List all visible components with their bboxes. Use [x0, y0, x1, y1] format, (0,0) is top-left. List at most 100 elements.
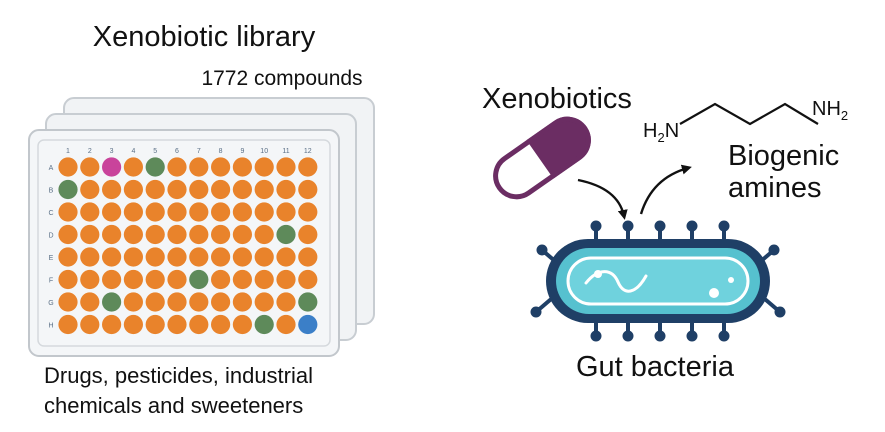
plate-well	[80, 314, 100, 335]
plate-well	[123, 224, 143, 245]
library-description-line2: chemicals and sweeteners	[44, 393, 303, 418]
plate-well	[167, 224, 187, 245]
library-description-line1: Drugs, pesticides, industrial	[44, 363, 313, 388]
plate-column-label: 10	[260, 148, 268, 155]
flagellum-tip	[590, 330, 602, 342]
plate-well	[298, 269, 318, 290]
plate-well	[102, 202, 122, 222]
plate-well	[123, 314, 143, 335]
plate-well	[232, 157, 252, 177]
plate-row-label: D	[48, 233, 53, 240]
molecule-left-group: H2N	[643, 120, 679, 145]
flagellum-tip	[654, 220, 666, 232]
plate-row-label: A	[49, 165, 54, 172]
bacteria-label: Gut bacteria	[576, 351, 735, 383]
plate-well	[80, 247, 100, 267]
plate-well	[211, 314, 231, 335]
flagellum-tip	[654, 330, 666, 342]
plate-well	[167, 269, 187, 290]
arrow-out-of-bacteria	[639, 164, 692, 215]
plate-well	[80, 224, 100, 245]
plate-row-label: G	[48, 300, 53, 307]
plate-row-label: B	[49, 188, 54, 195]
plate-well	[58, 314, 78, 335]
biogenic-amine-molecule: H2N NH2	[643, 98, 848, 145]
plate-well	[276, 269, 296, 290]
xenobiotics-label: Xenobiotics	[482, 83, 632, 115]
plate-inner-border	[37, 139, 331, 347]
plate-well	[254, 224, 274, 245]
flagellum-tip	[686, 220, 698, 232]
plate-well	[254, 314, 274, 335]
plate-well	[167, 292, 187, 312]
flagellum-tip	[622, 220, 634, 232]
plate-well	[80, 292, 100, 312]
bacteria-icon	[530, 220, 786, 342]
plate-well	[58, 269, 78, 290]
plate-well	[189, 314, 209, 335]
plate-well	[254, 179, 274, 200]
plate-well	[102, 292, 122, 312]
plate-well	[102, 314, 122, 335]
plate-well	[102, 224, 122, 245]
plate-well	[102, 269, 122, 290]
flagellum-tip	[530, 306, 542, 318]
plate-well	[298, 247, 318, 267]
plate-well	[58, 247, 78, 267]
plate-well	[298, 179, 318, 200]
plate-well	[123, 247, 143, 267]
plate-well	[80, 269, 100, 290]
plate-well	[189, 269, 209, 290]
plate-well	[102, 247, 122, 267]
plate-well	[211, 157, 231, 177]
plate-well	[232, 179, 252, 200]
plate-well	[211, 292, 231, 312]
plate-column-label: 5	[153, 148, 157, 155]
plate-well	[58, 224, 78, 245]
plate-well	[232, 202, 252, 222]
plate-well	[123, 202, 143, 222]
plate-row-label: H	[48, 323, 53, 330]
plate-well	[254, 202, 274, 222]
plate-well	[167, 157, 187, 177]
plate-well	[123, 157, 143, 177]
plate-column-label: 8	[219, 148, 223, 155]
plate-well	[276, 202, 296, 222]
plate-well	[189, 202, 209, 222]
plate-well	[58, 157, 78, 177]
plate-well	[298, 157, 318, 177]
plate-well	[298, 292, 318, 312]
flagellum-tip	[718, 330, 730, 342]
plate-well	[167, 314, 187, 335]
plate-well	[254, 292, 274, 312]
flagellum-tip	[718, 220, 730, 232]
amine-label-line2: amines	[728, 172, 822, 204]
plate-well	[102, 157, 122, 177]
plate-well	[145, 179, 165, 200]
plate-well	[80, 202, 100, 222]
plate-well	[276, 224, 296, 245]
plate-well	[80, 179, 100, 200]
pill-icon	[493, 116, 591, 200]
plate-well	[276, 314, 296, 335]
plate-well	[276, 247, 296, 267]
plate-well	[102, 179, 122, 200]
amine-label-line1: Biogenic	[728, 140, 839, 172]
plate-column-label: 9	[240, 148, 244, 155]
plate-column-label: 11	[282, 148, 289, 155]
library-title: Xenobiotic library	[93, 21, 316, 53]
plate-well	[232, 314, 252, 335]
molecule-right-group: NH2	[812, 98, 848, 123]
flagellum-tip	[686, 330, 698, 342]
flagellum-tip	[590, 220, 602, 232]
flagellum-tip	[768, 244, 780, 256]
plate-well	[145, 157, 165, 177]
plate-column-label: 7	[197, 148, 201, 155]
plate-well	[167, 202, 187, 222]
plate-column-label: 1	[66, 148, 70, 155]
plate-column-label: 6	[175, 148, 179, 155]
plate-well	[145, 269, 165, 290]
plate-well	[189, 179, 209, 200]
